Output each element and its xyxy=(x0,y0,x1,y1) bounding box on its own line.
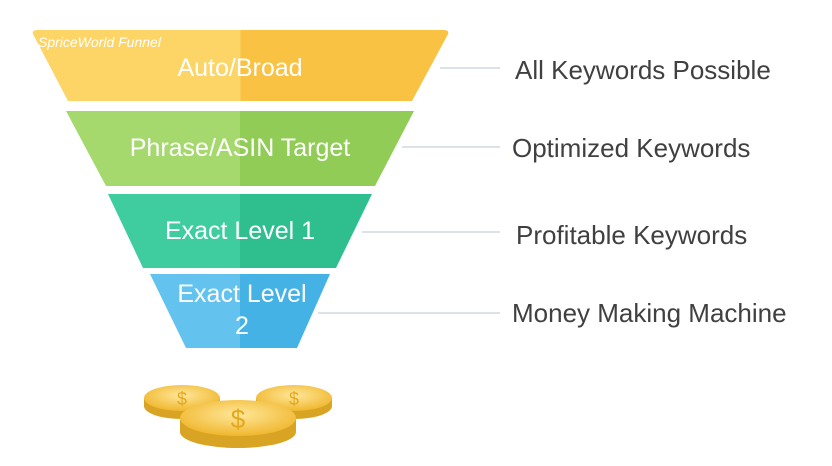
funnel-label-exact-1: Exact Level 1 xyxy=(164,217,316,245)
description-all-keywords: All Keywords Possible xyxy=(515,55,771,85)
funnel-label-auto-broad: Auto/Broad xyxy=(177,54,303,82)
brand-tag: SpriceWorld Funnel xyxy=(38,34,161,50)
funnel-segment-1 xyxy=(32,30,449,101)
svg-text:$: $ xyxy=(231,404,246,434)
description-profitable-keywords: Profitable Keywords xyxy=(516,220,748,250)
svg-text:$: $ xyxy=(177,389,187,409)
funnel-segment-2 xyxy=(66,111,414,186)
funnel-label-phrase-asin: Phrase/ASIN Target xyxy=(129,134,351,162)
dollar-coin-icon: $ xyxy=(180,400,296,448)
description-money-making: Money Making Machine xyxy=(512,298,787,328)
description-optimized-keywords: Optimized Keywords xyxy=(512,133,751,163)
funnel-segment-3 xyxy=(108,194,372,268)
funnel-segment-4 xyxy=(150,274,330,348)
svg-text:$: $ xyxy=(289,389,299,409)
funnel-label-exact-2: Exact Level 2 xyxy=(177,280,307,340)
